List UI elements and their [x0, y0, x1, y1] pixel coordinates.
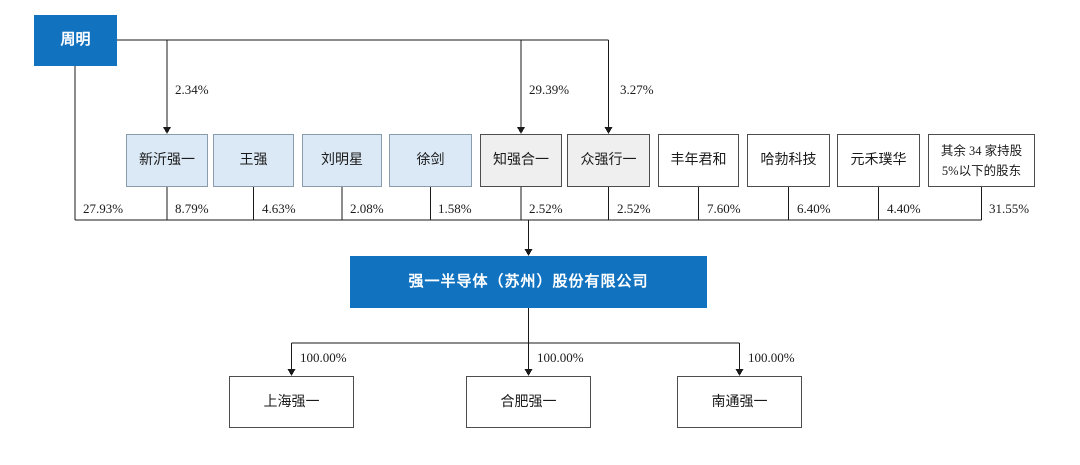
shareholder-label: 丰年君和: [670, 153, 727, 168]
ownership-pct-label: 2.34%: [175, 82, 209, 97]
shareholder-box-xu-jian: 徐剑: [389, 134, 472, 187]
ownership-pct-label: 6.40%: [797, 201, 831, 216]
ownership-pct-label: 2.52%: [529, 201, 563, 216]
ownership-pct-label: 100.00%: [300, 350, 347, 365]
ownership-pct-label: 2.08%: [350, 201, 384, 216]
shareholder-box-liu-mingxing: 刘明星: [302, 134, 382, 187]
shareholder-label-line2: 5%以下的股东: [941, 163, 1022, 178]
shareholder-label-line1: 其余 34 家持股: [940, 143, 1023, 158]
ownership-pct-label: 1.58%: [438, 201, 472, 216]
ownership-pct-label: 4.40%: [887, 201, 921, 216]
company-box: 强一半导体（苏州）股份有限公司: [350, 256, 707, 308]
ownership-pct-label: 100.00%: [537, 350, 584, 365]
root-shareholder-label: 周明: [60, 32, 91, 49]
shareholder-label: 众强行一: [580, 153, 637, 168]
shareholder-label: 新沂强一: [139, 153, 195, 168]
root-shareholder-box: 周明: [34, 15, 117, 66]
subsidiary-box-shanghai-qiangyi: 上海强一: [229, 376, 354, 428]
shareholder-box-zhiqiang-heyi: 知强合一: [480, 134, 562, 187]
ownership-pct-label: 27.93%: [83, 201, 124, 216]
ownership-pct-label: 29.39%: [529, 82, 570, 97]
ownership-pct-label: 100.00%: [748, 350, 795, 365]
shareholder-label: 知强合一: [493, 153, 549, 168]
company-label: 强一半导体（苏州）股份有限公司: [408, 273, 649, 290]
shareholder-box-fengnian-junhe: 丰年君和: [658, 134, 739, 187]
subsidiary-label: 上海强一: [263, 394, 320, 410]
shareholder-box-yuanhe-puhua: 元禾璞华: [837, 134, 920, 187]
ownership-pct-label: 8.79%: [175, 201, 209, 216]
shareholder-box-xinyi-qiangyi: 新沂强一: [126, 134, 208, 187]
subsidiary-box-hefei-qiangyi: 合肥强一: [466, 376, 591, 428]
shareholder-box-wang-qiang: 王强: [213, 134, 294, 187]
subsidiary-label: 南通强一: [711, 394, 768, 410]
shareholder-box-zhongqiang-xingyi: 众强行一: [567, 134, 650, 187]
subsidiary-label: 合肥强一: [500, 394, 557, 410]
ownership-pct-label: 3.27%: [620, 82, 654, 97]
ownership-pct-label: 7.60%: [707, 201, 741, 216]
subsidiary-box-nantong-qiangyi: 南通强一: [677, 376, 802, 428]
shareholder-box-habo-keji: 哈勃科技: [747, 134, 830, 187]
shareholder-label: 哈勃科技: [760, 153, 817, 168]
ownership-pct-label: 2.52%: [617, 201, 651, 216]
ownership-pct-label: 4.63%: [262, 201, 296, 216]
ownership-pct-label: 31.55%: [989, 201, 1030, 216]
shareholder-box-other-34-holders: 其余 34 家持股 5%以下的股东: [928, 134, 1035, 187]
shareholder-label: 元禾璞华: [850, 153, 907, 168]
shareholder-label: 王强: [239, 153, 268, 168]
shareholder-label: 刘明星: [321, 153, 363, 168]
shareholder-label: 徐剑: [416, 153, 445, 168]
